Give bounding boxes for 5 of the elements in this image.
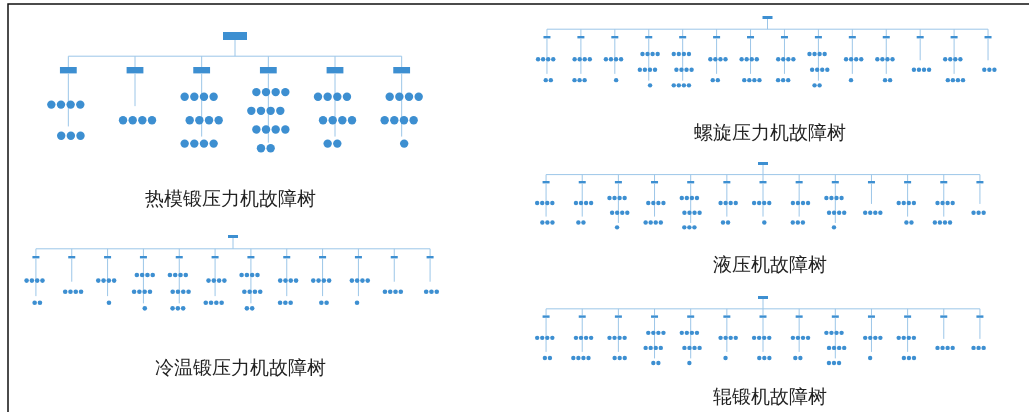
tree-caption: 螺旋压力机故障树 (694, 120, 846, 145)
tree-caption: 冷温锻压力机故障树 (154, 355, 326, 380)
tree-caption: 辊锻机故障树 (713, 384, 827, 409)
tree-caption: 液压机故障树 (713, 252, 827, 277)
tree-caption: 热模锻压力机故障树 (144, 186, 316, 211)
